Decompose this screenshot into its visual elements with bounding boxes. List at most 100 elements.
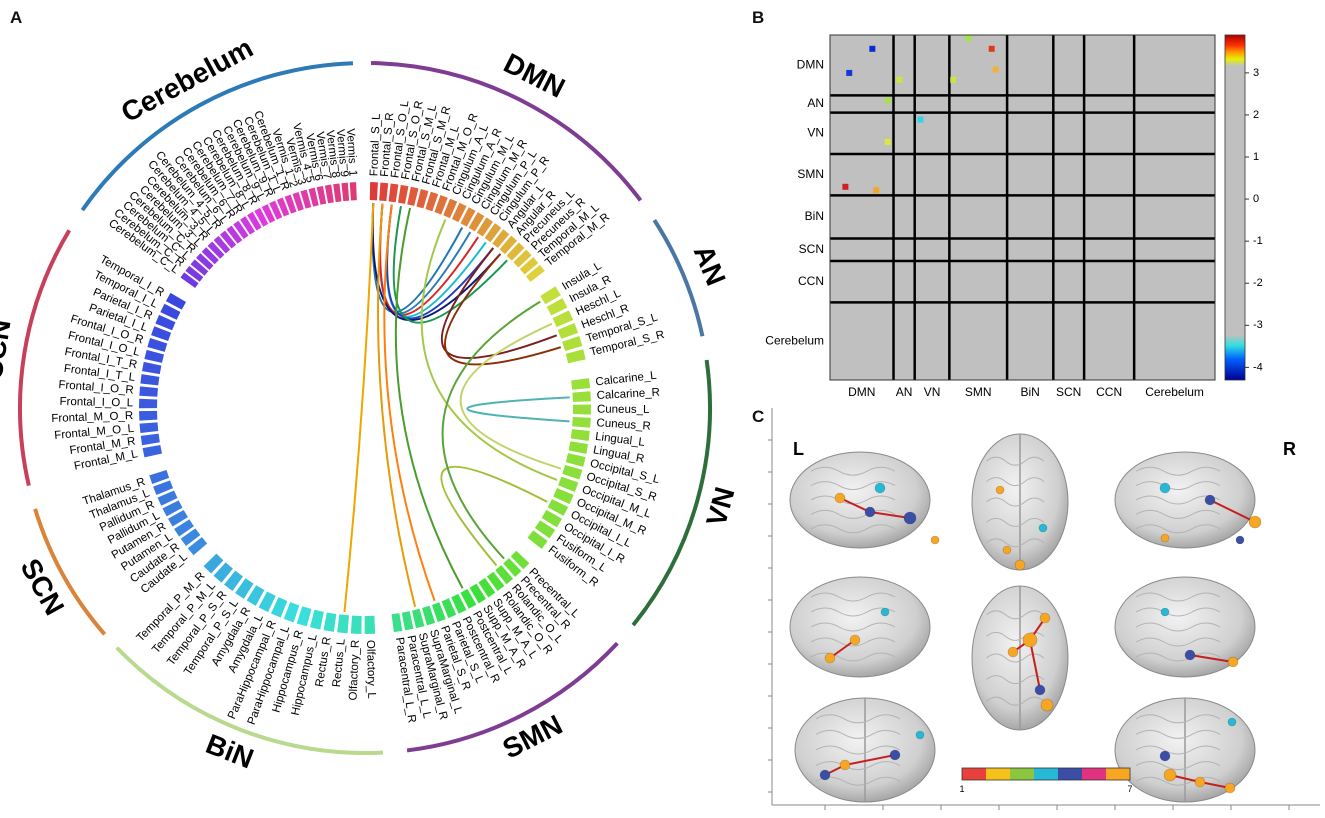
- region-block: [144, 349, 165, 363]
- brain-node: [1235, 535, 1245, 545]
- panel-b-letter: B: [752, 8, 765, 27]
- left-hemisphere-label: L: [793, 439, 804, 459]
- region-block: [284, 194, 297, 214]
- brain-node: [1040, 698, 1054, 712]
- region-block: [292, 191, 304, 211]
- brain-node: [839, 759, 851, 771]
- brain-node: [1159, 750, 1171, 762]
- region-block: [478, 577, 496, 598]
- brain-node: [1038, 523, 1048, 533]
- region-block: [226, 225, 243, 244]
- region-block: [525, 264, 545, 282]
- region-block: [276, 197, 290, 217]
- brain-node: [1022, 632, 1038, 648]
- colorbar-tick-label: 3: [1253, 67, 1259, 79]
- brain-view: [971, 585, 1069, 731]
- brain-node: [1194, 776, 1206, 788]
- matrix-row-label: CCN: [798, 274, 824, 288]
- region-block: [310, 609, 324, 630]
- region-block: [240, 216, 255, 235]
- node-colorbar-segment: [962, 768, 986, 780]
- matrix-row-label: Cerebelum: [765, 333, 824, 347]
- region-block: [487, 571, 505, 592]
- node-colorbar-segment: [1082, 768, 1106, 780]
- region-block: [270, 597, 288, 618]
- matrix-row-label: AN: [807, 96, 824, 110]
- region-block: [316, 185, 327, 205]
- region-block: [484, 223, 502, 243]
- region-block: [300, 189, 312, 209]
- brain-node: [874, 482, 886, 494]
- region-block: [180, 272, 199, 288]
- connection-chord: [444, 253, 562, 366]
- matrix-cell: [846, 69, 853, 76]
- brain-node: [1163, 768, 1177, 782]
- matrix-cell: [869, 45, 876, 52]
- network-arc-vn: [631, 359, 712, 627]
- region-block: [220, 230, 237, 249]
- brain-node: [834, 492, 846, 504]
- matrix-col-label: BiN: [1021, 385, 1040, 399]
- colorbar-tick-label: -2: [1253, 277, 1263, 289]
- region-block: [350, 615, 362, 634]
- node-colorbar-segment: [1034, 768, 1058, 780]
- region-block: [562, 464, 583, 480]
- region-block: [233, 220, 249, 240]
- connection-chord: [383, 204, 436, 602]
- brain-node: [880, 607, 890, 617]
- brain-node: [889, 749, 901, 761]
- node-colorbar-segment: [986, 768, 1010, 780]
- matrix-row-label: BiN: [805, 209, 824, 223]
- brain-node: [995, 485, 1005, 495]
- brain-node: [1248, 515, 1262, 529]
- network-arc-bin: [115, 646, 384, 755]
- network-arc-cerebelum: [80, 61, 354, 212]
- brain-node: [915, 730, 925, 740]
- region-block: [425, 191, 439, 212]
- region-block: [510, 550, 530, 570]
- brain-node: [849, 634, 861, 646]
- region-block: [397, 184, 409, 204]
- matrix-col-label: AN: [896, 385, 913, 399]
- region-block: [247, 211, 262, 231]
- region-block: [506, 242, 525, 261]
- node-colorbar-max: 7: [1127, 784, 1132, 794]
- region-block: [565, 453, 586, 467]
- matrix-row-label: VN: [807, 125, 824, 139]
- region-block: [324, 184, 334, 204]
- connection-chord: [459, 322, 562, 470]
- matrix-col-label: SCN: [1056, 385, 1081, 399]
- region-block: [308, 187, 319, 207]
- region-block: [165, 292, 187, 310]
- matrix-cell: [842, 183, 849, 190]
- network-label-vn: VN: [700, 484, 740, 530]
- region-block: [401, 611, 414, 631]
- brain-node: [819, 769, 831, 781]
- region-block: [572, 416, 591, 428]
- connection-chord: [377, 203, 417, 608]
- brain-edge: [1209, 499, 1256, 523]
- region-label: Calcarine_L: [595, 370, 658, 389]
- matrix-cell: [950, 76, 957, 83]
- brain-node: [1160, 533, 1170, 543]
- region-label: Frontal_I_O_R: [58, 379, 134, 397]
- region-block: [296, 606, 312, 627]
- region-block: [541, 509, 563, 528]
- network-arc-an: [652, 219, 705, 337]
- region-block: [388, 183, 399, 203]
- node-colorbar: [961, 767, 1131, 781]
- brain-edge: [829, 639, 856, 659]
- region-block: [155, 314, 176, 331]
- matrix-col-label: SMN: [965, 385, 992, 399]
- brain-view: [1114, 697, 1256, 803]
- matrix-col-label: DMN: [848, 385, 875, 399]
- panel-a-letter: A: [10, 8, 23, 27]
- region-block: [369, 182, 378, 201]
- region-label: Vermis_9: [334, 129, 350, 178]
- brain-view: [971, 433, 1069, 571]
- colorbar-tick-label: 2: [1253, 109, 1259, 121]
- node-colorbar-segment: [1010, 768, 1034, 780]
- brain-node: [1002, 545, 1012, 555]
- network-label-an: AN: [688, 241, 732, 290]
